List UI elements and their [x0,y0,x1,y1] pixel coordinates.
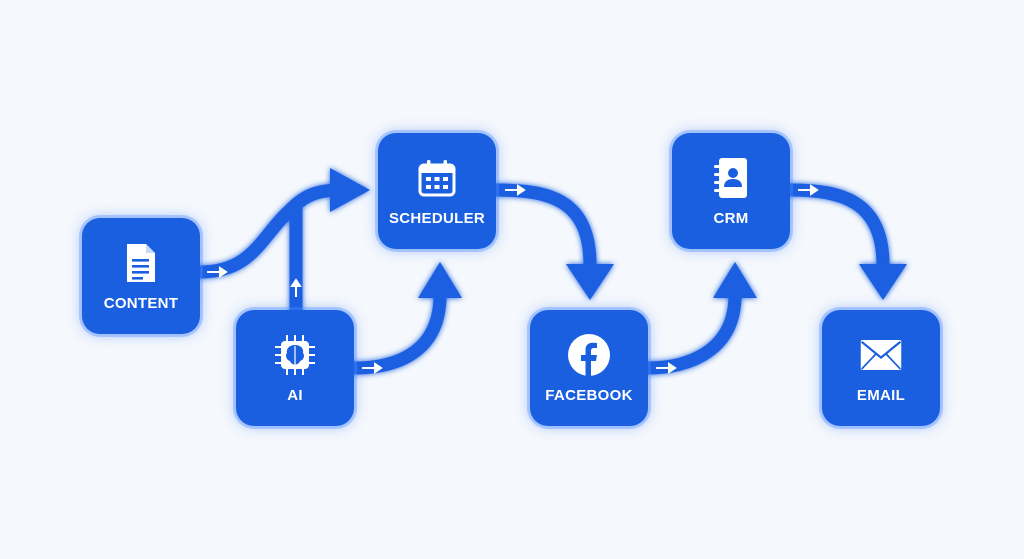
facebook-icon [567,333,611,377]
email-label: EMAIL [856,386,906,404]
arrow-marker-scheduler [505,184,526,196]
arrowhead-content-scheduler [330,168,370,212]
facebook-node[interactable]: FACEBOOK [530,310,648,426]
arrow-marker-crm [798,184,819,196]
content-label: CONTENT [103,294,179,312]
connector-ai-scheduler [347,288,447,375]
arrowhead-ai-scheduler [418,262,462,298]
contact-book-icon [709,156,753,200]
crm-node[interactable]: CRM [672,133,790,249]
arrow-marker-content [207,266,228,278]
email-node[interactable]: EMAIL [822,310,940,426]
document-icon [119,241,163,285]
arrowhead-crm-email [859,264,907,300]
connector-facebook-crm [641,288,742,375]
ai-node[interactable]: AI [236,310,354,426]
scheduler-label: SCHEDULER [388,209,486,227]
facebook-label: FACEBOOK [545,386,633,404]
connector-scheduler-facebook [489,183,597,272]
arrowhead-facebook-crm [713,262,757,298]
brain-chip-icon [273,333,317,377]
arrow-marker-facebook [656,362,677,374]
connector-content-scheduler [193,183,347,279]
envelope-icon [859,333,903,377]
arrow-marker-ai [362,362,383,374]
content-node[interactable]: CONTENT [82,218,200,334]
connector-crm-email [783,183,890,272]
scheduler-node[interactable]: SCHEDULER [378,133,496,249]
arrow-marker-ai-up [290,278,302,297]
ai-label: AI [287,386,303,404]
arrowhead-scheduler-facebook [566,264,614,300]
crm-label: CRM [713,209,749,227]
calendar-icon [415,156,459,200]
